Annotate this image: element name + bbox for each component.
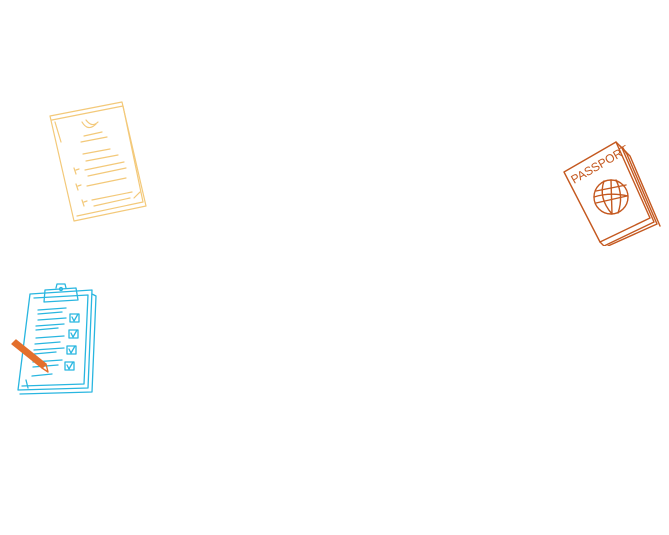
- pencil-icon: [11, 339, 49, 373]
- passport-icon: PASSPORT: [563, 141, 661, 246]
- document-sketch-icon: [49, 101, 147, 222]
- clipboard-checklist-icon: [11, 283, 97, 395]
